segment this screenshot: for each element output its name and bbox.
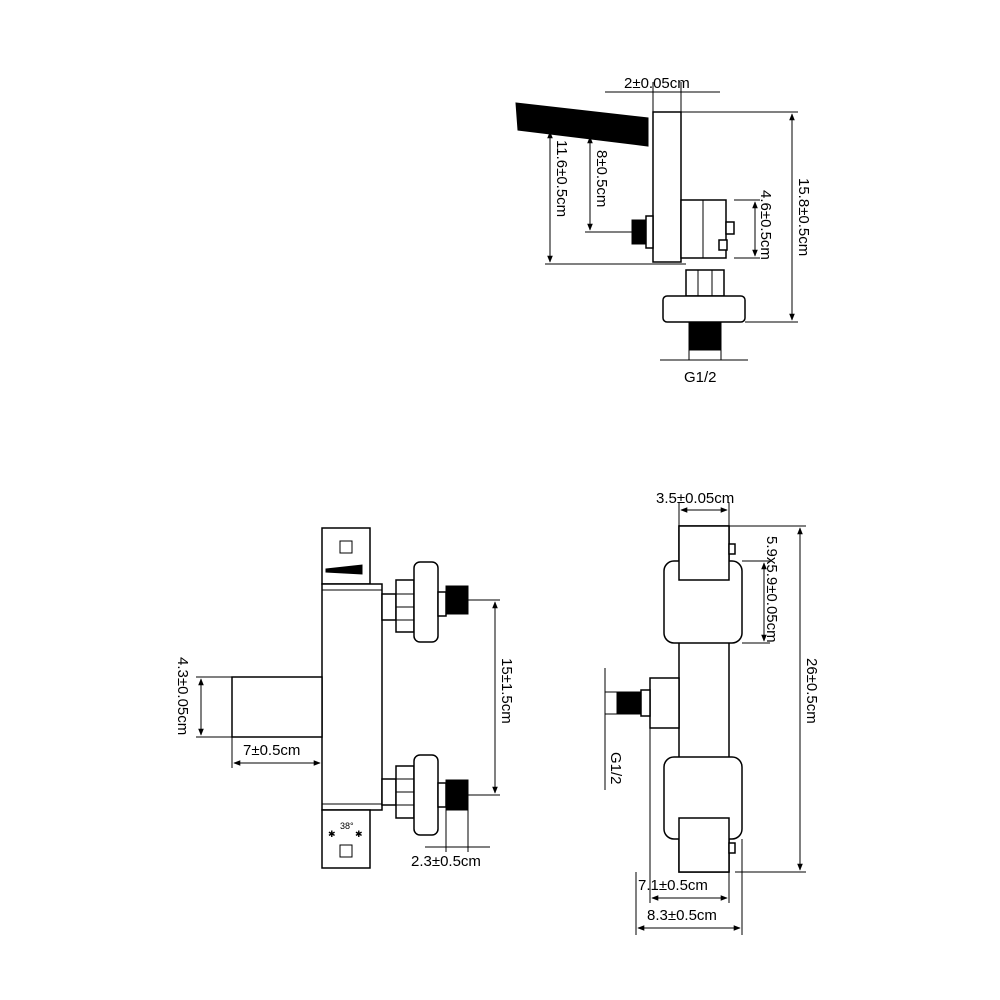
dim-front-inlet-depth: 2.3±0.5cm	[411, 853, 481, 870]
temp-marking: 38°	[340, 821, 354, 831]
dim-side-body-height: 4.6±0.5cm	[757, 190, 774, 260]
end-thread-label: G1/2	[607, 752, 624, 785]
front-top-knob	[321, 527, 371, 585]
temp-icon-2: ✱	[355, 829, 363, 839]
dim-front-outlet-height: 4.3±0.05cm	[174, 657, 191, 735]
end-outlet	[649, 677, 680, 729]
dim-side-width-top: 2±0.05cm	[624, 75, 690, 92]
side-nut	[685, 269, 725, 297]
dim-side-spout-height: 11.6±0.5cm	[553, 140, 570, 217]
dim-end-handle-size: 5.9x5.9±0.05cm	[763, 536, 780, 643]
side-thread-bottom	[688, 321, 722, 351]
side-flange	[662, 295, 746, 323]
flow-indicator-icon	[325, 564, 363, 575]
side-stem	[652, 111, 682, 263]
front-main-body	[321, 583, 383, 811]
dim-front-inlet-spacing: 15±1.5cm	[498, 658, 515, 724]
dim-side-lever-height: 8±0.5cm	[593, 150, 610, 207]
lever-handle	[515, 102, 649, 147]
dim-end-top-width: 3.5±0.05cm	[656, 490, 734, 507]
end-view: 3.5±0.05cm 5.9x5.9±0.05cm 26±0.5cm G1/2 …	[604, 490, 820, 935]
front-bottom-knob	[321, 809, 371, 869]
dim-end-body-width: 7.1±0.5cm	[638, 877, 708, 894]
temp-icon: ✱	[328, 829, 336, 839]
front-upper-inlet	[381, 561, 469, 643]
side-thread-label: G1/2	[684, 369, 717, 386]
side-thread-left	[631, 219, 647, 245]
front-outlet-pipe	[231, 676, 323, 738]
front-view: 38° ✱ ✱ 4	[174, 527, 515, 870]
dim-side-total-height: 15.8±0.5cm	[795, 178, 812, 256]
dim-end-total-length: 26±0.5cm	[803, 658, 820, 724]
front-lower-inlet	[381, 754, 469, 836]
dim-end-overall-width: 8.3±0.5cm	[647, 907, 717, 924]
end-thread	[616, 691, 642, 715]
side-view: 2±0.05cm 8±0.5cm 11.6±0.5cm 4.6±0.5cm 15…	[515, 75, 812, 386]
dim-front-outlet-length: 7±0.5cm	[243, 742, 300, 759]
